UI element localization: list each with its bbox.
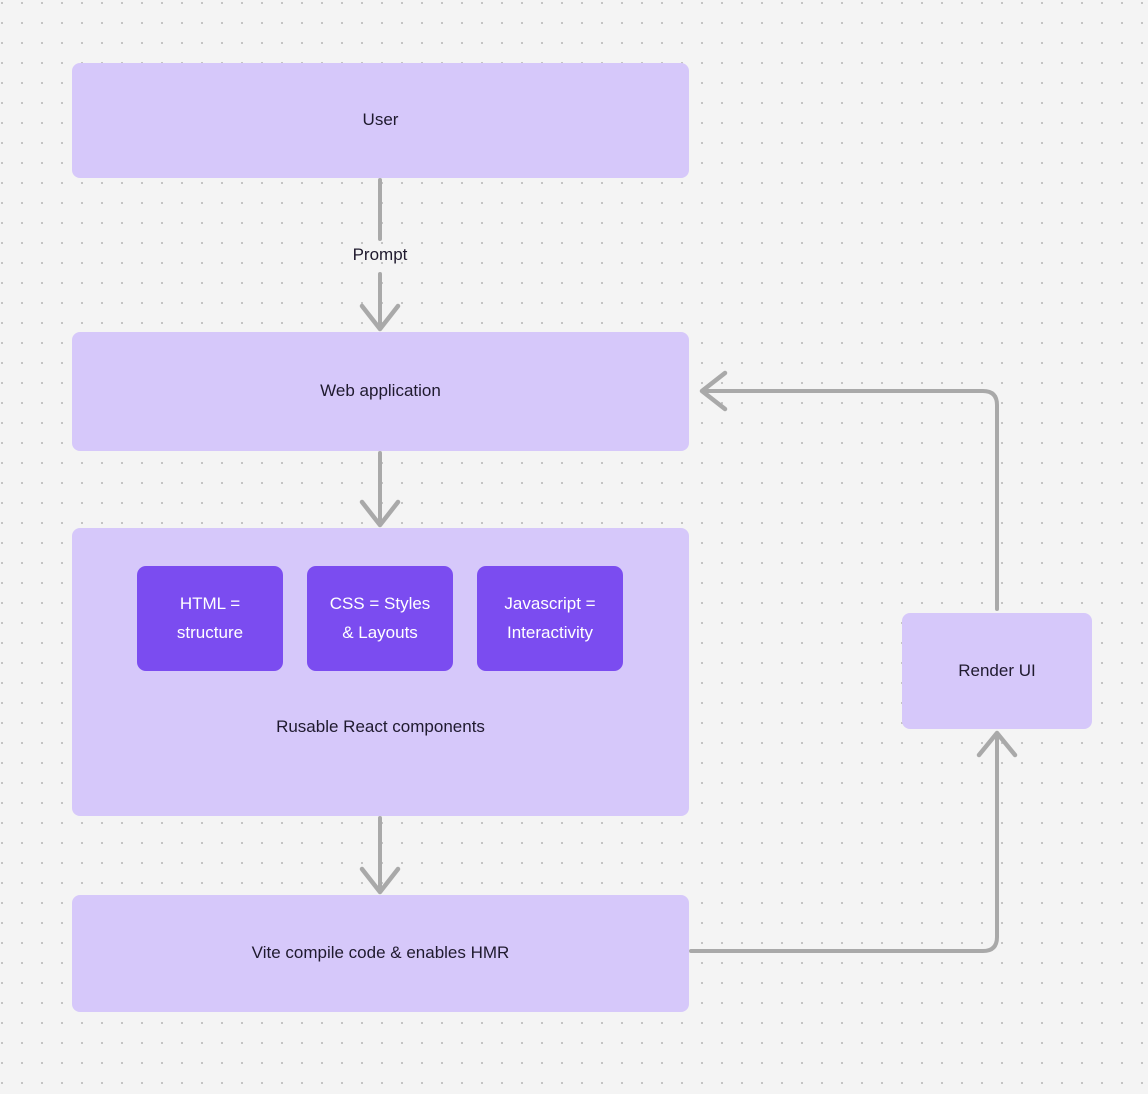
edge-vite-to-render xyxy=(689,735,999,953)
node-vite[interactable]: Vite compile code & enables HMR xyxy=(72,895,689,1012)
node-render-ui[interactable]: Render UI xyxy=(902,613,1092,729)
arrowhead-webapp xyxy=(359,303,401,332)
tech-box-row: HTML = structure CSS = Styles & Layouts … xyxy=(72,566,689,671)
edge-render-to-webapp xyxy=(705,389,999,611)
arrowhead-components xyxy=(359,499,401,528)
node-html-label: HTML = structure xyxy=(176,593,244,642)
node-javascript[interactable]: Javascript = Interactivity xyxy=(477,566,623,671)
node-render-ui-label: Render UI xyxy=(958,660,1036,680)
node-web-application-label: Web application xyxy=(320,381,441,401)
node-react-components-caption: Rusable React components xyxy=(276,717,485,736)
node-web-application[interactable]: Web application xyxy=(72,332,689,451)
node-user[interactable]: User xyxy=(72,63,689,178)
arrowhead-render xyxy=(976,730,1018,758)
node-javascript-label: Javascript = Interactivity xyxy=(504,593,596,642)
arrowhead-vite xyxy=(359,866,401,895)
node-html[interactable]: HTML = structure xyxy=(137,566,283,671)
node-css-label: CSS = Styles & Layouts xyxy=(329,593,431,642)
node-vite-label: Vite compile code & enables HMR xyxy=(251,943,510,963)
node-user-label: User xyxy=(362,110,399,130)
node-css[interactable]: CSS = Styles & Layouts xyxy=(307,566,453,671)
edge-label-prompt: Prompt xyxy=(352,245,408,264)
node-react-components[interactable]: HTML = structure CSS = Styles & Layouts … xyxy=(72,528,689,816)
arrowhead-webapp-return xyxy=(699,370,728,412)
